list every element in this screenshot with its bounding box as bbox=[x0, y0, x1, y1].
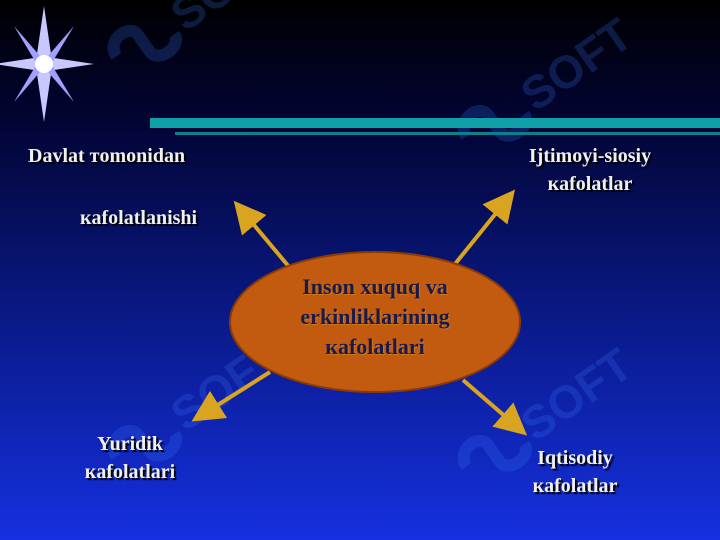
label-top-left-line2: кafolatlanishi bbox=[80, 207, 198, 229]
header-stripe-thin bbox=[175, 132, 720, 135]
label-bottom-right-line2: кafolatlar bbox=[532, 475, 618, 497]
center-line-3: кafolatlari bbox=[325, 334, 425, 359]
watermark-text: SOFT bbox=[511, 338, 641, 451]
star-icon bbox=[0, 6, 94, 122]
label-top-right-line1: Ijtimoyi-siosiy bbox=[528, 145, 652, 167]
watermark-text: SOFT bbox=[511, 8, 641, 121]
label-top-left-line1: Davlat тomonidan bbox=[28, 145, 186, 167]
center-label: Inson xuquq va erkinliklarining кafolatl… bbox=[240, 272, 510, 362]
header-stripe bbox=[150, 118, 720, 128]
arrow-top-left bbox=[233, 200, 292, 270]
arrow-top-right bbox=[453, 189, 516, 266]
arrow-bottom-left bbox=[191, 370, 272, 422]
label-top-right: Ijtimoyi-siosiy кafolatlar bbox=[505, 142, 675, 198]
center-line-1: Inson xuquq va bbox=[302, 274, 448, 299]
label-bottom-left: Yuridik кafolatlari bbox=[60, 430, 200, 486]
center-line-2: erkinliklarining bbox=[300, 304, 450, 329]
label-bottom-left-line1: Yuridik bbox=[97, 433, 163, 455]
watermark-logo: SOFT bbox=[107, 0, 292, 62]
label-bottom-right-line1: Iqtisodiy bbox=[537, 447, 613, 469]
label-top-right-line2: кafolatlar bbox=[547, 173, 633, 195]
arrow-bottom-right bbox=[461, 378, 528, 436]
watermark-logo: SOFT bbox=[457, 8, 642, 142]
label-bottom-right: Iqtisodiy кafolatlar bbox=[500, 444, 650, 500]
label-bottom-left-line2: кafolatlari bbox=[84, 461, 176, 483]
center-ellipse bbox=[229, 251, 521, 393]
